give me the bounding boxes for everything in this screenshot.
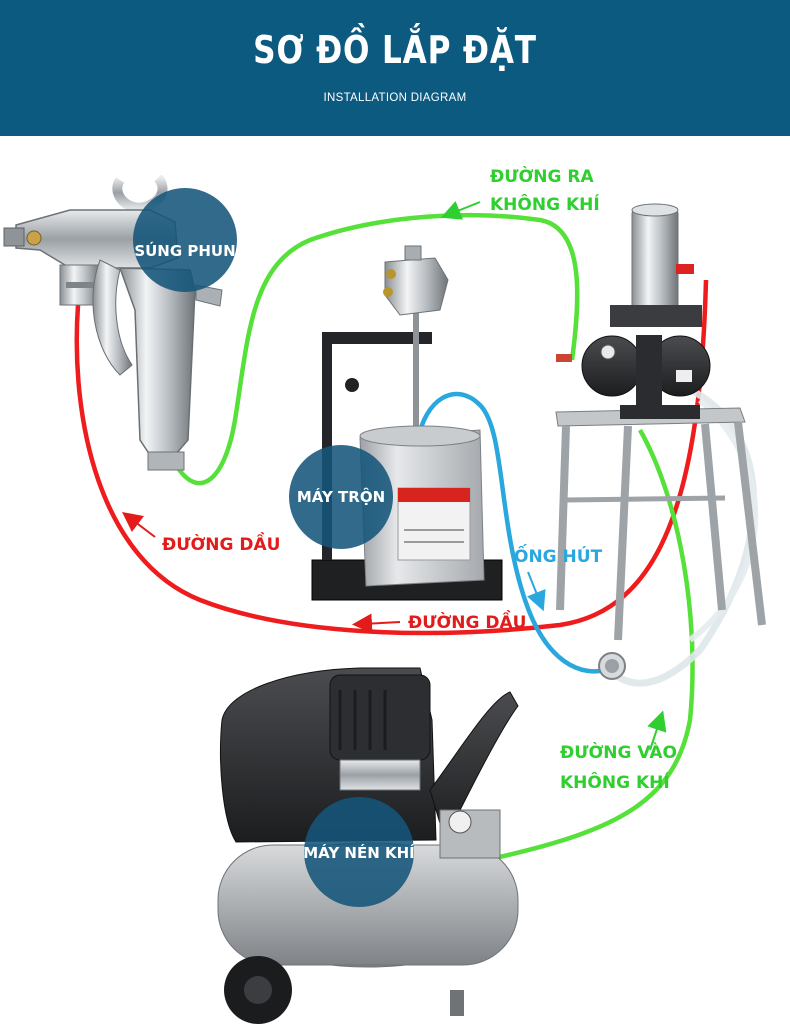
air-out-line bbox=[176, 212, 580, 486]
svg-text:SÚNG PHUN: SÚNG PHUN bbox=[134, 241, 235, 260]
diaphragm-pump bbox=[555, 203, 766, 680]
compressor-label: MÁY NÉN KHÍ bbox=[303, 797, 415, 907]
page-title: SƠ ĐỒ LẮP ĐẶT bbox=[253, 28, 537, 72]
air-out-label-2: KHÔNG KHÍ bbox=[490, 193, 600, 215]
air-compressor bbox=[217, 667, 519, 1024]
air-in-line bbox=[494, 428, 695, 861]
oil-arrow-bottom bbox=[352, 613, 401, 634]
air-in-label-1: ĐƯỜNG VÀO bbox=[560, 741, 677, 763]
header-banner: SƠ ĐỒ LẮP ĐẶT INSTALLATION DIAGRAM bbox=[0, 0, 790, 136]
oil-arrow-left bbox=[122, 511, 156, 538]
air-in-arrow bbox=[647, 710, 667, 751]
oil-line bbox=[74, 279, 709, 636]
oil-label-bottom: ĐƯỜNG DẦU bbox=[408, 609, 526, 633]
clear-tube bbox=[688, 397, 759, 643]
suction-line bbox=[415, 391, 613, 674]
clear-tube bbox=[607, 376, 758, 687]
air-out-arrow bbox=[440, 201, 481, 220]
oil-label-left: ĐƯỜNG DẦU bbox=[162, 531, 280, 555]
spray-gun-label: SÚNG PHUN bbox=[133, 188, 237, 292]
svg-text:MÁY NÉN KHÍ: MÁY NÉN KHÍ bbox=[303, 843, 415, 862]
svg-text:MÁY TRỘN: MÁY TRỘN bbox=[297, 486, 385, 506]
air-in-label-2: KHÔNG KHÍ bbox=[560, 771, 670, 793]
mixer-label: MÁY TRỘN bbox=[289, 445, 393, 549]
suction-arrow bbox=[527, 571, 546, 612]
page-subtitle: INSTALLATION DIAGRAM bbox=[323, 92, 467, 104]
air-out-label-1: ĐƯỜNG RA bbox=[490, 165, 594, 187]
suction-label: ỐNG HÚT bbox=[514, 543, 603, 567]
